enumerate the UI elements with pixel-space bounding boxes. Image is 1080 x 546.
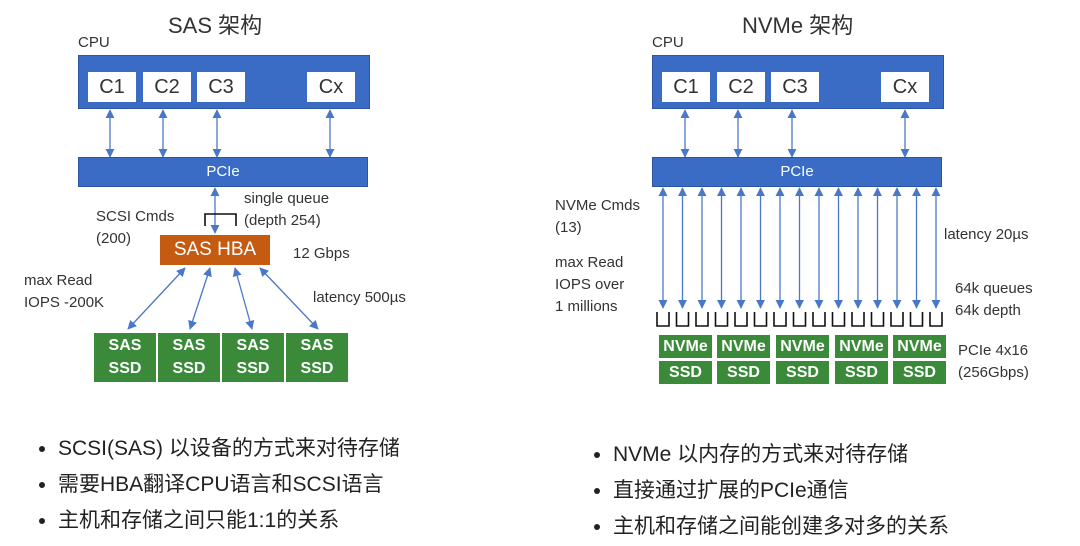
nvme-bullet-1: NVMe 以内存的方式来对待存储 [613, 438, 1075, 468]
nvme-ssd-5: NVMe SSD [893, 335, 946, 384]
sas-cmds-1: SCSI Cmds [96, 208, 175, 225]
sas-pcie-bar: PCIe [78, 157, 368, 187]
nvme-ssd-3: NVMe SSD [776, 335, 829, 384]
ssd-type: NVMe [776, 335, 829, 358]
sas-core-x: Cx [307, 72, 355, 102]
nvme-queues-1: 64k queues [955, 280, 1033, 297]
nvme-ssd-4: NVMe SSD [835, 335, 888, 384]
sas-queue-bracket [204, 213, 237, 226]
sas-queue-note-1: single queue [244, 190, 330, 207]
ssd-label: SSD [717, 361, 770, 384]
sas-cpu-pcie-arrows [105, 109, 335, 158]
sas-cpu-label: CPU [78, 34, 110, 51]
nvme-queue-bracket [831, 312, 846, 327]
ssd-label: SSD [835, 361, 888, 384]
nvme-queue-bracket [909, 312, 924, 327]
ssd-label: SSD [300, 360, 334, 377]
nvme-core-3: C3 [771, 72, 819, 102]
nvme-queue-bracket [851, 312, 865, 327]
ssd-type: NVMe [717, 335, 770, 358]
nvme-queue-bracket [792, 312, 807, 327]
nvme-bullet-2: 直接通过扩展的PCIe通信 [613, 474, 1075, 504]
nvme-queue-bracket [734, 312, 748, 327]
sas-iops-1: max Read [24, 272, 93, 289]
nvme-queue-bracket [753, 312, 768, 327]
sas-core-3: C3 [197, 72, 245, 102]
nvme-ssd-2: NVMe SSD [717, 335, 770, 384]
nvme-cpu-pcie-arrows [680, 109, 910, 158]
nvme-cpu-label: CPU [652, 34, 684, 51]
sas-bullet-1: SCSI(SAS) 以设备的方式来对待存储 [58, 432, 530, 462]
sas-iops-2: IOPS -200K [24, 294, 105, 311]
nvme-core-2: C2 [717, 72, 765, 102]
ssd-type: NVMe [893, 335, 946, 358]
nvme-queue-bracket [870, 312, 885, 327]
nvme-cmds-2: (13) [555, 219, 582, 236]
sas-bullet-2: 需要HBA翻译CPU语言和SCSI语言 [58, 468, 530, 498]
nvme-pcie-queue-arrows [658, 187, 941, 309]
ssd-type: NVMe [659, 335, 712, 358]
ssd-type: SAS [108, 337, 142, 354]
nvme-queues-2: 64k depth [955, 302, 1021, 319]
nvme-queue-bracket [773, 312, 787, 327]
nvme-queue-bracket [714, 312, 729, 327]
sas-bullet-3: 主机和存储之间只能1:1的关系 [58, 504, 530, 534]
nvme-iops-3: 1 millions [555, 298, 618, 315]
nvme-pcie-spec-1: PCIe 4x16 [958, 342, 1029, 359]
ssd-label: SSD [659, 361, 712, 384]
nvme-queue-bracket [675, 312, 690, 327]
nvme-iops-2: IOPS over [555, 276, 625, 293]
ssd-label: SSD [108, 360, 142, 377]
nvme-pcie-bar: PCIe [652, 157, 942, 187]
nvme-core-x: Cx [881, 72, 929, 102]
sas-core-1: C1 [88, 72, 136, 102]
nvme-queue-bracket [656, 312, 670, 327]
sas-hba: SAS HBA [160, 235, 270, 265]
ssd-type: SAS [300, 337, 334, 354]
ssd-label: SSD [776, 361, 829, 384]
sas-core-2: C2 [143, 72, 191, 102]
sas-title: SAS 架构 [168, 13, 263, 38]
nvme-queue-bracket [695, 312, 709, 327]
ssd-type: NVMe [835, 335, 888, 358]
nvme-queue-bracket [929, 312, 943, 327]
sas-speed: 12 Gbps [293, 245, 350, 262]
ssd-label: SSD [893, 361, 946, 384]
nvme-iops-1: max Read [555, 254, 624, 271]
ssd-label: SSD [236, 360, 270, 377]
nvme-cmds-1: NVMe Cmds [555, 197, 641, 214]
nvme-queue-brackets [656, 312, 943, 327]
nvme-bullet-list: NVMe 以内存的方式来对待存储 直接通过扩展的PCIe通信 主机和存储之间能创… [585, 438, 1075, 546]
sas-ssd-1: SAS SSD [94, 333, 156, 382]
ssd-type: SAS [172, 337, 206, 354]
nvme-title: NVMe 架构 [742, 13, 854, 38]
nvme-pcie-spec-2: (256Gbps) [958, 364, 1029, 381]
sas-ssd-2: SAS SSD [158, 333, 220, 382]
sas-latency: latency 500µs [313, 289, 406, 306]
sas-ssd-4: SAS SSD [286, 333, 348, 382]
sas-ssd-3: SAS SSD [222, 333, 284, 382]
nvme-queue-bracket [890, 312, 904, 327]
nvme-latency: latency 20µs [944, 226, 1029, 243]
sas-bullet-list: SCSI(SAS) 以设备的方式来对待存储 需要HBA翻译CPU语言和SCSI语… [30, 432, 530, 540]
sas-cmds-2: (200) [96, 230, 132, 247]
ssd-type: SAS [236, 337, 270, 354]
sas-hba-ssd-arrows [127, 267, 319, 330]
nvme-queue-bracket [812, 312, 826, 327]
nvme-bullet-3: 主机和存储之间能创建多对多的关系 [613, 510, 1075, 540]
ssd-label: SSD [172, 360, 206, 377]
nvme-core-1: C1 [662, 72, 710, 102]
nvme-ssd-1: NVMe SSD [659, 335, 712, 384]
sas-queue-note-2: (depth 254) [244, 212, 321, 229]
